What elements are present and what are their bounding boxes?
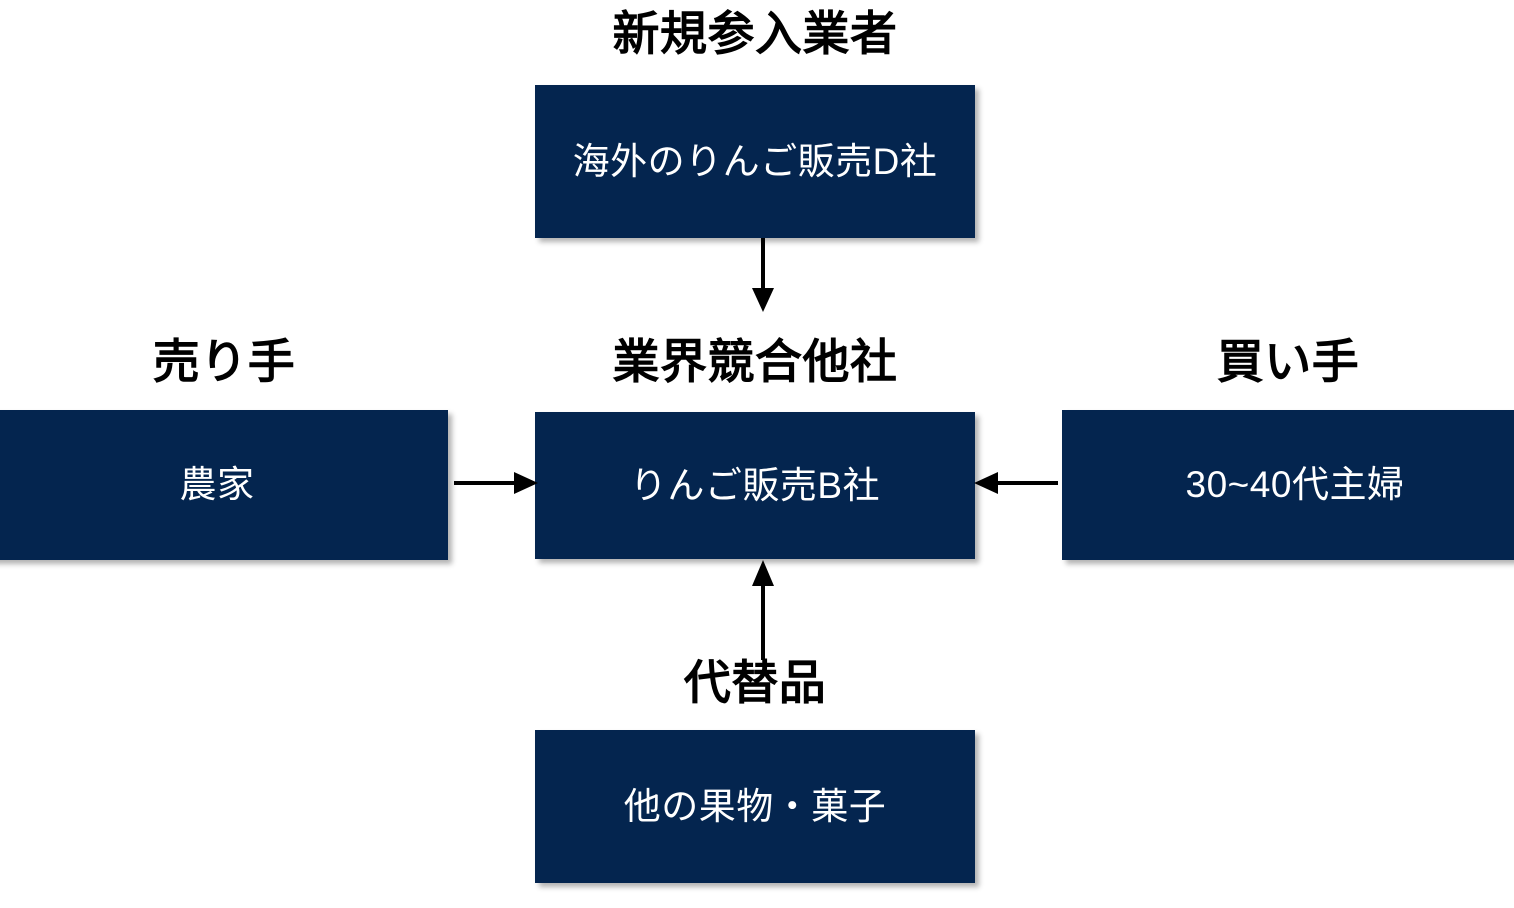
heading-substitute: 代替品	[683, 656, 827, 709]
heading-seller: 売り手	[152, 335, 296, 388]
node-buyer[interactable]: 30~40代主婦	[1062, 410, 1514, 560]
node-seller-label: 農家	[179, 464, 255, 505]
node-competitor-label: りんご販売B社	[629, 464, 881, 506]
node-new-entrant-label: 海外のりんご販売D社	[572, 140, 938, 182]
heading-competitor: 業界競合他社	[612, 335, 898, 388]
node-substitute-label: 他の果物・菓子	[623, 785, 887, 827]
arrow-buyer-to-competitor	[972, 458, 1064, 508]
node-buyer-label: 30~40代主婦	[1185, 464, 1405, 505]
node-competitor[interactable]: りんご販売B社	[535, 412, 975, 559]
arrow-seller-to-competitor	[448, 458, 540, 508]
heading-new-entrant: 新規参入業者	[612, 7, 898, 60]
heading-buyer: 買い手	[1216, 335, 1360, 388]
arrow-substitute-to-competitor	[740, 556, 786, 660]
node-new-entrant[interactable]: 海外のりんご販売D社	[535, 85, 975, 238]
node-seller[interactable]: 農家	[0, 410, 448, 560]
arrow-new-entrant-to-competitor	[740, 238, 786, 314]
node-substitute[interactable]: 他の果物・菓子	[535, 730, 975, 883]
